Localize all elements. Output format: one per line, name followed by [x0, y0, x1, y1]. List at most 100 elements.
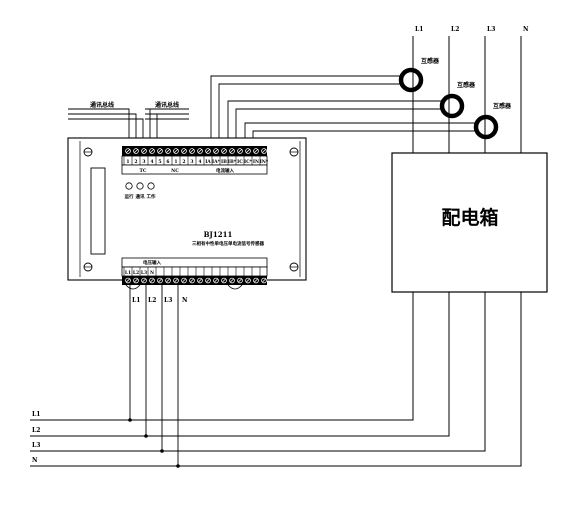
- current-terminal-label: IB: [221, 159, 227, 165]
- terminal-screw-icon: [133, 148, 139, 154]
- terminal-number: 1: [126, 159, 129, 165]
- terminal-screw-slot: [166, 149, 170, 153]
- comm-bus-label-2: 通讯总线: [155, 101, 179, 109]
- terminal-screw-icon: [205, 148, 211, 154]
- terminal-screw-icon: [221, 148, 227, 154]
- current-terminal-label: IN*: [260, 159, 269, 165]
- terminal-screw-icon: [165, 277, 171, 284]
- terminal-screw-slot: [190, 278, 194, 283]
- terminal-screw-slot: [190, 149, 194, 153]
- terminal-screw-icon: [141, 148, 147, 154]
- mount-foot: [227, 284, 243, 290]
- terminal-number: 2: [182, 159, 185, 165]
- terminal-screw-icon: [133, 277, 139, 284]
- terminal-group-current-input: 电流输入: [216, 167, 234, 174]
- terminal-screw-slot: [142, 149, 146, 153]
- terminal-screw-icon: [157, 148, 163, 154]
- terminal-screw-slot: [174, 149, 178, 153]
- terminal-screw-icon: [205, 277, 211, 284]
- terminal-screw-slot: [182, 278, 186, 283]
- current-terminal-label: IA*: [212, 159, 221, 165]
- display-window: [90, 167, 106, 255]
- terminal-number: 1: [174, 159, 177, 165]
- terminal-screw-icon: [229, 277, 235, 284]
- terminal-screw-icon: [173, 148, 179, 154]
- terminal-screw-icon: [189, 148, 195, 154]
- terminal-screw-icon: [261, 277, 267, 284]
- terminal-screw-slot: [150, 278, 154, 283]
- terminal-screw-icon: [245, 277, 251, 284]
- terminal-screw-icon: [141, 277, 147, 284]
- terminal-screw-slot: [238, 278, 242, 283]
- terminal-screw-icon: [149, 277, 155, 284]
- terminal-screw-icon: [213, 148, 219, 154]
- terminal-screw-slot: [198, 278, 202, 283]
- terminal-screw-icon: [213, 277, 219, 284]
- led-label-comm: 通讯: [136, 193, 145, 200]
- left-bus-label-l2: L2: [32, 427, 40, 434]
- top-line-label-n: N: [523, 26, 529, 33]
- terminal-screw-icon: [125, 277, 131, 284]
- transformer-label-1: 互感器: [421, 57, 440, 65]
- terminal-screw-slot: [134, 278, 138, 283]
- terminal-screw-slot: [230, 149, 234, 153]
- terminal-screw-slot: [126, 278, 130, 283]
- terminal-screw-slot: [158, 149, 162, 153]
- terminal-screw-slot: [206, 278, 210, 283]
- current-transformer-3: [473, 114, 499, 140]
- device-description: 三相有中性单电压单电流信号传感器: [192, 240, 264, 247]
- terminal-screw-slot: [150, 149, 154, 153]
- voltage-terminal-label: L1: [125, 270, 131, 276]
- terminal-group-voltage-input: 电压输入: [143, 259, 161, 266]
- led-work-icon: [147, 182, 155, 190]
- terminal-screw-icon: [181, 277, 187, 284]
- terminal-screw-icon: [237, 148, 243, 154]
- terminal-number: 3: [190, 159, 193, 165]
- left-bus-label-l3: L3: [32, 442, 40, 449]
- voltage-terminal-label: N: [150, 270, 154, 276]
- mount-foot: [125, 284, 141, 290]
- terminal-screw-slot: [230, 278, 234, 283]
- terminal-screw-icon: [149, 148, 155, 154]
- terminal-screw-slot: [222, 149, 226, 153]
- terminal-screw-slot: [166, 278, 170, 283]
- terminal-screw-slot: [238, 149, 242, 153]
- device-lead-label-l2: L2: [148, 297, 156, 304]
- terminal-screw-icon: [157, 277, 163, 284]
- terminal-screw-slot: [262, 278, 266, 283]
- terminal-screw-slot: [222, 278, 226, 283]
- current-terminal-label: IA: [205, 159, 211, 165]
- distribution-box: [391, 152, 548, 293]
- terminal-number: 4: [198, 159, 201, 165]
- terminal-screw-slot: [262, 149, 266, 153]
- terminal-number: 3: [142, 159, 145, 165]
- terminal-screw-icon: [253, 148, 259, 154]
- led-label-work: 工作: [147, 193, 156, 200]
- terminal-screw-slot: [134, 149, 138, 153]
- top-line-label-l1: L1: [415, 26, 423, 33]
- top-phase-lines: [412, 36, 522, 153]
- terminal-screw-icon: [165, 148, 171, 154]
- transformer-label-2: 互感器: [457, 81, 476, 89]
- terminal-screw-icon: [173, 277, 179, 284]
- device-lead-label-l3: L3: [164, 297, 172, 304]
- led-label-run: 运行: [125, 193, 134, 200]
- current-terminal-label: IB*: [228, 159, 237, 165]
- device-voltage-leads: [129, 285, 179, 466]
- terminal-screw-icon: [229, 148, 235, 154]
- current-transformer-2: [439, 93, 465, 119]
- current-terminal-label: IC*: [244, 159, 253, 165]
- terminal-screw-slot: [142, 278, 146, 283]
- led-run-icon: [125, 182, 133, 190]
- terminal-screw-slot: [126, 149, 130, 153]
- terminal-number: 5: [158, 159, 161, 165]
- terminal-screw-icon: [197, 277, 203, 284]
- current-terminal-label: IC: [237, 159, 243, 165]
- box-output-lines: [30, 292, 522, 467]
- left-bus-label-l1: L1: [32, 411, 40, 418]
- terminal-screw-icon: [125, 148, 131, 154]
- device-lead-label-l1: L1: [132, 297, 140, 304]
